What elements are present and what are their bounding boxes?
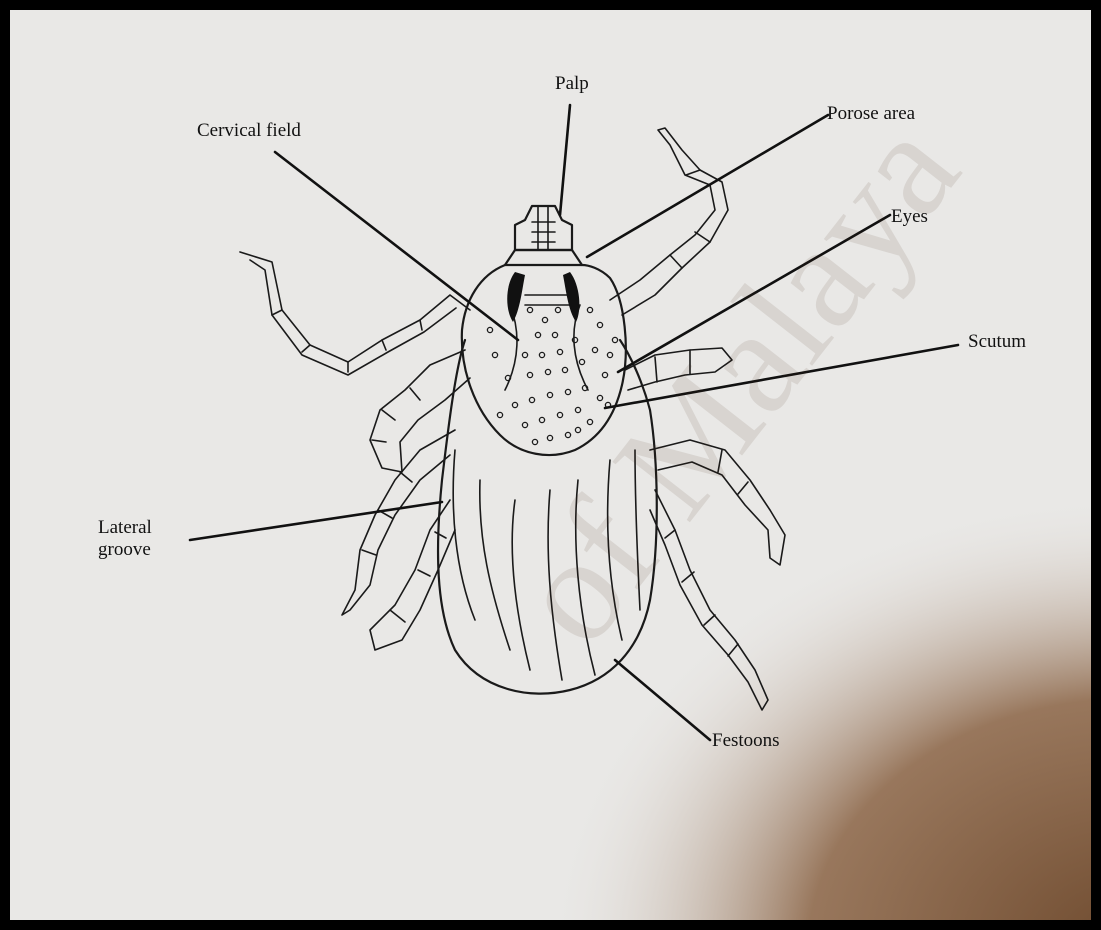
label-festoons: Festoons (712, 730, 780, 752)
label-porose-area: Porose area (827, 103, 915, 125)
label-lateral-groove: Lateral groove (98, 517, 188, 561)
label-palp: Palp (555, 73, 589, 95)
tick-illustration (10, 10, 1091, 920)
label-cervical-field: Cervical field (197, 120, 301, 142)
diagram-frame: of Malaya Palp Cervical field Porose are… (10, 10, 1091, 920)
label-lateral-groove-line2: groove (98, 539, 188, 561)
label-lateral-groove-line1: Lateral (98, 517, 188, 539)
label-eyes: Eyes (891, 206, 928, 228)
paper-shadow (310, 310, 1091, 920)
label-scutum: Scutum (968, 331, 1026, 353)
